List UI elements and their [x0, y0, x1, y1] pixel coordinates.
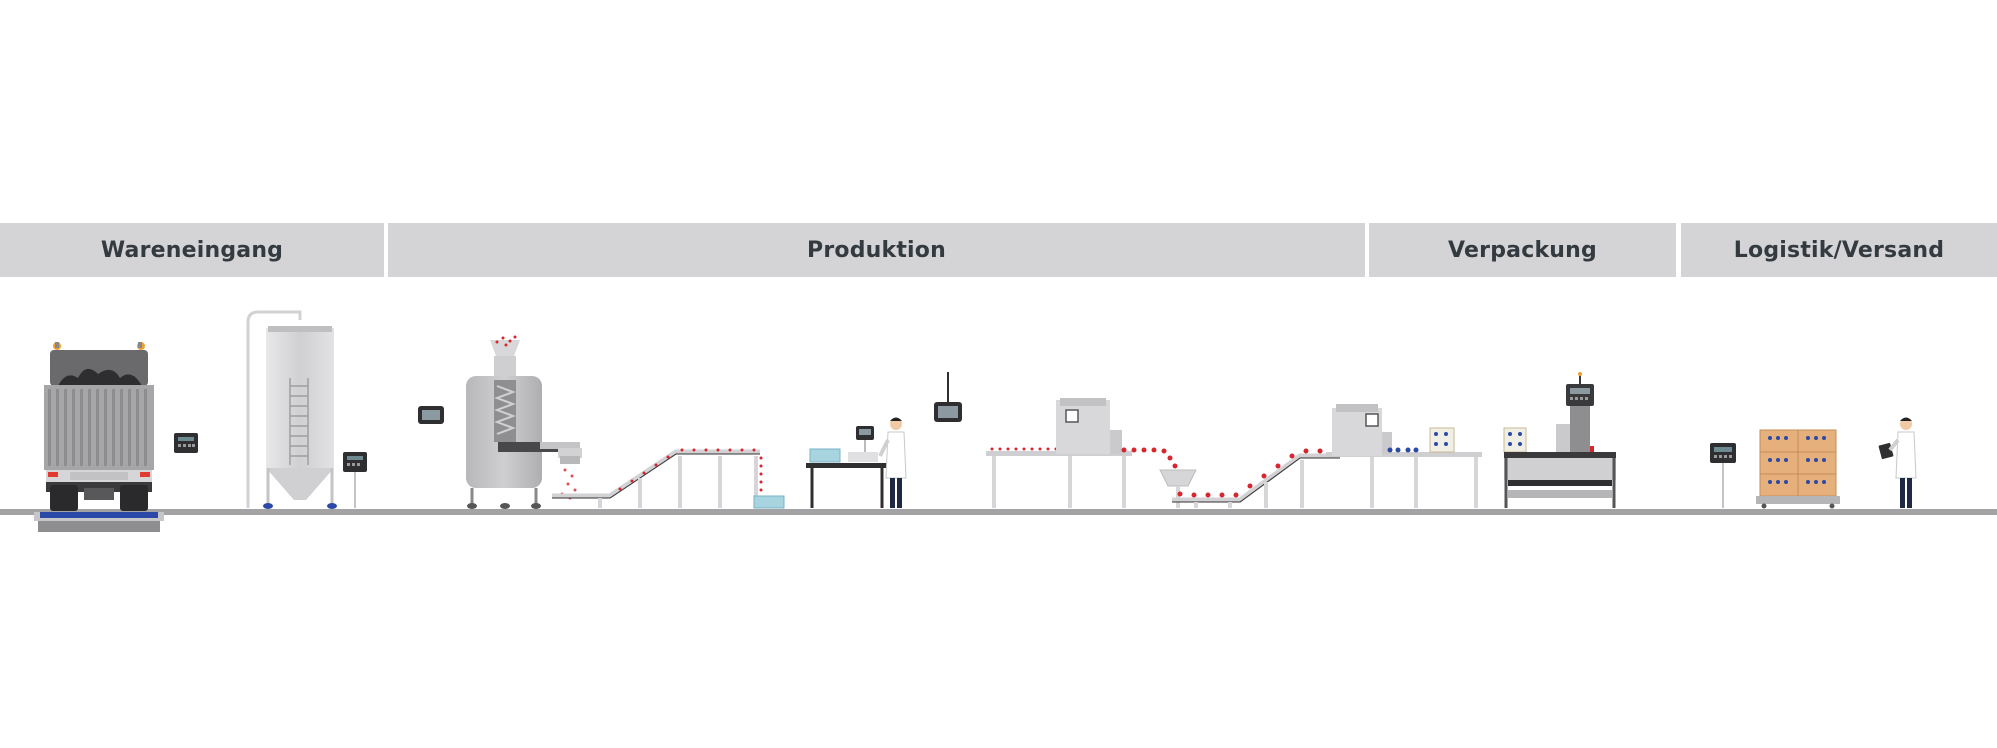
section-label-produktion: Produktion	[807, 237, 946, 263]
section-header-versand: Logistik/Versand	[1681, 223, 1997, 277]
scale-terminal-icon	[343, 452, 367, 508]
worker-icon	[1878, 417, 1917, 508]
checkweigher-icon	[1503, 372, 1616, 508]
packaging-machine-icon	[1326, 404, 1482, 508]
section-header-produktion: Produktion	[388, 223, 1365, 277]
scale-terminal-icon	[1710, 443, 1736, 508]
silo-icon	[246, 310, 337, 509]
floor-line	[0, 509, 1997, 515]
pallet-icon	[1756, 429, 1840, 509]
section-header-verpackung: Verpackung	[1369, 223, 1676, 277]
truck-icon	[34, 342, 164, 532]
weighing-table	[806, 426, 888, 508]
section-label-verpackung: Verpackung	[1448, 237, 1597, 263]
display-terminal-icon	[934, 372, 962, 422]
display-terminal-icon	[418, 406, 444, 424]
incline-conveyor	[552, 448, 785, 509]
tunnel-machine-icon	[986, 398, 1197, 508]
section-label-versand: Logistik/Versand	[1733, 237, 1945, 263]
scale-terminal-icon	[174, 433, 198, 453]
worker-icon	[878, 417, 907, 508]
mixer-icon	[466, 335, 582, 509]
incline-conveyor	[1172, 448, 1340, 508]
section-header-wareneingang: Wareneingang	[0, 223, 384, 277]
section-label-wareneingang: Wareneingang	[100, 237, 284, 263]
